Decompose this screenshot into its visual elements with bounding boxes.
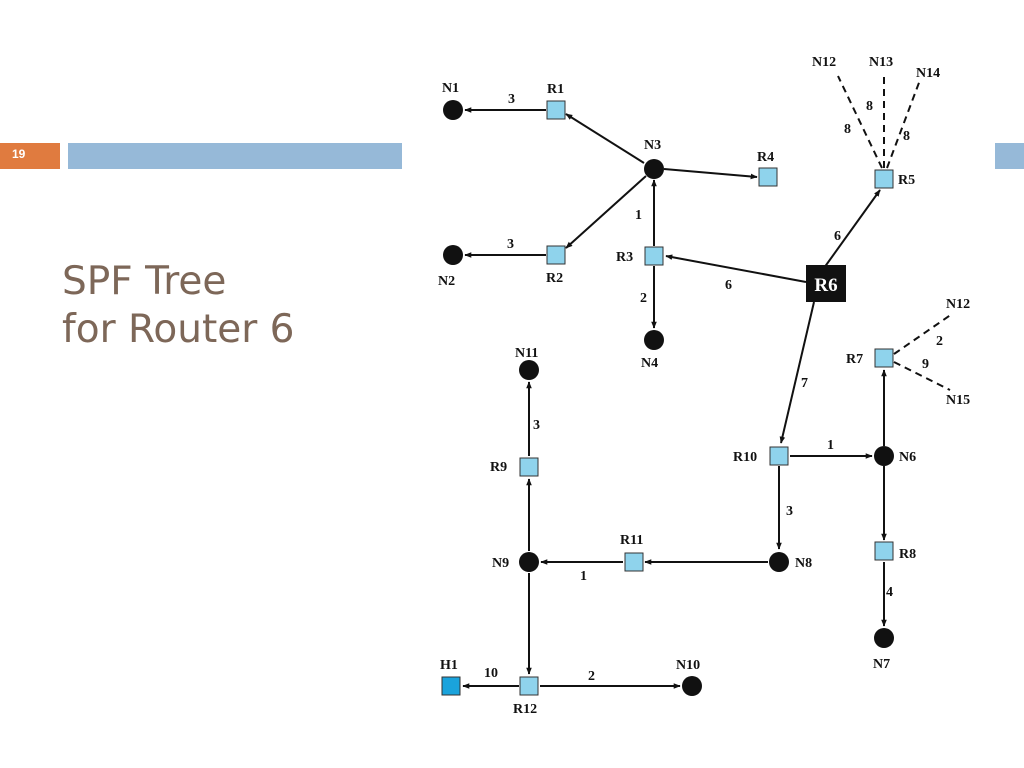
label-n3: N3 [644, 138, 661, 153]
label-n8: N8 [795, 556, 812, 571]
label-r12: R12 [513, 702, 537, 717]
cost-r5-n13: 8 [866, 99, 873, 114]
edge-r5-n12 [837, 75, 883, 169]
network-node-n2 [443, 245, 463, 265]
edge-n3-r4 [663, 168, 758, 180]
label-r9: R9 [490, 460, 507, 475]
network-node-n10 [682, 676, 702, 696]
slide-number: 19 [12, 147, 26, 161]
router-nodes [519, 100, 894, 696]
label-n12-top: N12 [812, 55, 836, 70]
router-node-r4 [758, 167, 778, 187]
edge-r6-r10 [779, 301, 815, 444]
label-n4: N4 [641, 356, 658, 371]
cost-r10-n6: 1 [827, 438, 834, 453]
router-node-r7 [874, 348, 894, 368]
network-node-n9 [519, 552, 539, 572]
cost-r11-n9: 1 [580, 569, 587, 584]
cost-r6-r5: 6 [834, 229, 841, 244]
cost-r6-r3: 6 [725, 278, 732, 293]
network-node-n4 [644, 330, 664, 350]
header-bar-left [68, 143, 402, 169]
title-line-1: SPF Tree [62, 259, 227, 304]
cost-r3-n3: 1 [635, 208, 642, 223]
label-r10: R10 [733, 450, 757, 465]
network-node-n3 [644, 159, 664, 179]
cost-r12-n10: 2 [588, 669, 595, 684]
label-n9: N9 [492, 556, 509, 571]
slide-number-box: 19 [0, 143, 60, 169]
label-n15: N15 [946, 393, 970, 408]
label-n14: N14 [916, 66, 940, 81]
cost-r8-n7: 4 [886, 585, 893, 600]
label-n2: N2 [438, 274, 455, 289]
root-router-r6 [806, 265, 846, 302]
edge-r7-n15 [893, 361, 951, 391]
edge-r7-n12 [893, 313, 953, 355]
cost-r1-n1: 3 [508, 92, 515, 107]
label-n11: N11 [515, 346, 538, 361]
label-n12-right: N12 [946, 297, 970, 312]
edge-r5-n14 [886, 79, 921, 169]
label-n10: N10 [676, 658, 700, 673]
network-node-n7 [874, 628, 894, 648]
edge-n3-r2 [565, 175, 647, 249]
label-r2: R2 [546, 271, 563, 286]
tree-edges [462, 107, 887, 689]
network-node-n11 [519, 360, 539, 380]
label-n6: N6 [899, 450, 916, 465]
router-node-r2 [546, 245, 566, 265]
edge-r6-r3 [665, 254, 807, 283]
label-r11: R11 [620, 533, 643, 548]
cost-r3-n4: 2 [640, 291, 647, 306]
router-node-r5 [874, 169, 894, 189]
network-nodes [443, 100, 894, 696]
cost-r6-r10: 7 [801, 376, 808, 391]
router-node-r10 [769, 446, 789, 466]
network-node-n8 [769, 552, 789, 572]
edge-cost-labels: 3 3 1 2 6 6 7 8 8 8 2 9 1 3 4 3 1 10 2 [484, 92, 943, 684]
label-h1: H1 [440, 658, 458, 673]
cost-r5-n12: 8 [844, 122, 851, 137]
slide-title: SPF Tree for Router 6 [62, 258, 294, 354]
cost-r2-n2: 3 [507, 237, 514, 252]
cost-r12-h1: 10 [484, 666, 498, 681]
label-n13: N13 [869, 55, 893, 70]
network-node-n6 [874, 446, 894, 466]
header-bar-right [995, 143, 1024, 169]
root-router-label: R6 [814, 275, 837, 296]
external-edges [837, 74, 953, 391]
router-node-r1 [546, 100, 566, 120]
edge-r6-r5 [823, 189, 881, 269]
node-labels: N1 R1 N3 R4 N2 R2 R3 N4 N12 N13 N14 R5 N… [438, 55, 970, 717]
network-node-n1 [443, 100, 463, 120]
title-line-2: for Router 6 [62, 307, 295, 352]
label-r4: R4 [757, 150, 774, 165]
cost-r5-n14: 8 [903, 129, 910, 144]
edge-n3-r1 [565, 113, 645, 164]
router-node-r12 [519, 676, 539, 696]
label-r1: R1 [547, 82, 564, 97]
host-node-h1 [441, 676, 461, 696]
router-node-r9 [519, 457, 539, 477]
cost-r7-n15: 9 [922, 357, 929, 372]
router-node-r11 [624, 552, 644, 572]
label-r7: R7 [846, 352, 863, 367]
cost-r7-n12: 2 [936, 334, 943, 349]
label-r3: R3 [616, 250, 633, 265]
cost-r10-n8: 3 [786, 504, 793, 519]
cost-r9-n11: 3 [533, 418, 540, 433]
label-n1: N1 [442, 81, 459, 96]
label-r8: R8 [899, 547, 916, 562]
router-node-r3 [644, 246, 664, 266]
label-n7: N7 [873, 657, 890, 672]
router-node-r8 [874, 541, 894, 561]
label-r5: R5 [898, 173, 915, 188]
